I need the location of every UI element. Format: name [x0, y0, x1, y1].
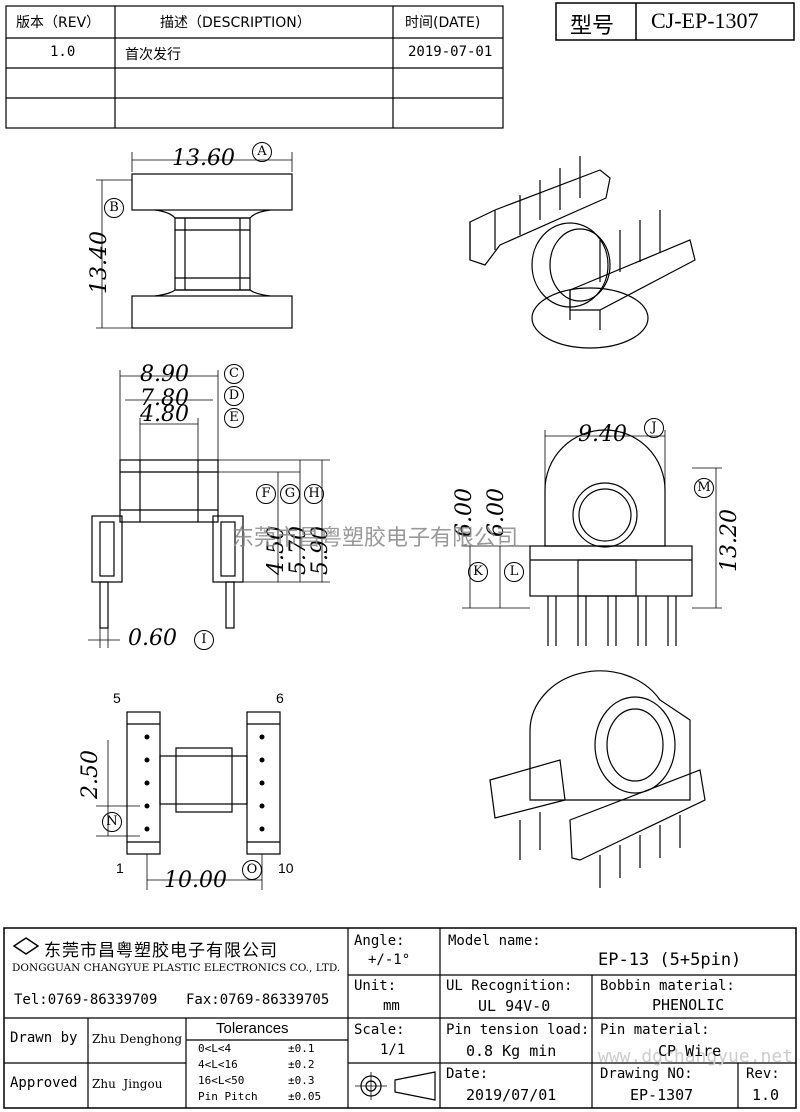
watermark-url: www.dgchangyue.net	[598, 1046, 794, 1067]
callout-c: C	[224, 364, 244, 384]
model-name-value: EP-13 (5+5pin)	[598, 950, 742, 970]
tol-value-3: ±0.3	[288, 1074, 315, 1087]
date-header: 时间(DATE)	[405, 15, 481, 31]
pin-number-1: 1	[116, 860, 124, 876]
bobbin-label: Bobbin material:	[600, 978, 735, 994]
callout-d: D	[224, 386, 244, 406]
model-label: 型号	[570, 14, 615, 39]
pin-view	[96, 711, 281, 890]
scale-label: Scale:	[354, 1022, 405, 1038]
ul-value: UL 94V-0	[478, 997, 551, 1015]
angle-value: +/-1°	[368, 952, 411, 968]
drawing-no-label: Drawing NO:	[600, 1066, 693, 1082]
rev-row-date: 2019-07-01	[408, 44, 493, 60]
tol-range-2: 4<L<16	[198, 1058, 238, 1071]
company-tel: Tel:0769-86339709	[14, 992, 158, 1008]
pin-material-value: CP Wire	[658, 1042, 722, 1060]
watermark: 东莞市昌粤塑胶电子有限公司	[232, 526, 519, 551]
callout-b: B	[104, 198, 124, 218]
drawn-by-value: Zhu Denghong	[92, 1032, 183, 1046]
callout-l: L	[504, 562, 524, 582]
tension-value: 0.8 Kg min	[466, 1042, 557, 1060]
dim-c: 8.90	[140, 362, 189, 387]
angle-label: Angle:	[354, 933, 405, 949]
rev-value: 1.0	[752, 1086, 780, 1104]
callout-n: N	[102, 812, 122, 832]
date-label: Date:	[446, 1066, 489, 1082]
callout-j: J	[644, 418, 664, 438]
approved-label: Approved	[10, 1075, 78, 1091]
dim-i: 0.60	[128, 626, 177, 651]
company-fax: Fax:0769-86339705	[186, 992, 330, 1008]
callout-i: I	[194, 630, 214, 650]
callout-h: H	[304, 484, 324, 504]
description-header: 描述（DESCRIPTION）	[160, 15, 311, 31]
company-name-cn: 东莞市昌粤塑胶电子有限公司	[44, 941, 278, 961]
rev-label: Rev:	[746, 1066, 780, 1082]
callout-f: F	[256, 484, 276, 504]
tol-value-2: ±0.2	[288, 1058, 315, 1071]
company-name-en: DONGGUAN CHANGYUE PLASTIC ELECTRONICS CO…	[12, 962, 341, 974]
tol-value-4: ±0.05	[288, 1090, 322, 1103]
pin-material-label: Pin material:	[600, 1022, 710, 1038]
tol-range-3: 16<L<50	[198, 1074, 245, 1087]
callout-k: K	[468, 562, 488, 582]
dim-n: 2.50	[77, 750, 103, 799]
callout-a: A	[252, 142, 272, 162]
rev-row-description: 首次发行	[125, 47, 181, 63]
scale-value: 1/1	[380, 1042, 406, 1058]
tol-range-1: 0<L<4	[198, 1042, 232, 1055]
pin-number-10: 10	[278, 860, 294, 876]
title-block-grid	[3, 927, 797, 1109]
callout-g: G	[280, 484, 300, 504]
tol-range-4: Pin Pitch	[198, 1090, 258, 1103]
callout-m: M	[694, 478, 714, 498]
dim-j: 9.40	[578, 422, 627, 447]
bobbin-value: PHENOLIC	[652, 996, 725, 1014]
dim-a: 13.60	[172, 146, 235, 171]
callout-e: E	[224, 408, 244, 428]
dim-m: 13.20	[716, 509, 742, 572]
iso-view-bottom	[489, 670, 706, 888]
drawing-no-value: EP-1307	[630, 1086, 694, 1104]
model-number: CJ-EP-1307	[651, 8, 759, 33]
ul-label: UL Recognition:	[446, 978, 573, 994]
tolerances-label: Tolerances	[216, 1020, 289, 1037]
unit-label: Unit:	[354, 978, 397, 994]
drawn-by-label: Drawn by	[10, 1030, 78, 1046]
dim-e: 4.80	[140, 402, 189, 427]
top-view	[96, 152, 293, 329]
pin-number-5: 5	[113, 690, 121, 706]
dim-d: 7.80	[140, 386, 189, 411]
approved-value: Zhu Jingou	[92, 1077, 163, 1091]
iso-view-top	[469, 156, 696, 349]
callout-o: O	[242, 860, 262, 880]
dim-b: 13.40	[86, 231, 112, 294]
pin-number-6: 6	[276, 690, 284, 706]
date-value: 2019/07/01	[466, 1086, 557, 1104]
rev-header: 版本（REV）	[16, 15, 101, 31]
side-view	[88, 370, 330, 648]
dim-o: 10.00	[164, 868, 227, 893]
unit-value: mm	[383, 998, 400, 1014]
tension-label: Pin tension load:	[446, 1022, 590, 1038]
tol-value-1: ±0.1	[288, 1042, 315, 1055]
rev-row-rev: 1.0	[50, 44, 76, 60]
model-name-label: Model name:	[448, 933, 541, 949]
